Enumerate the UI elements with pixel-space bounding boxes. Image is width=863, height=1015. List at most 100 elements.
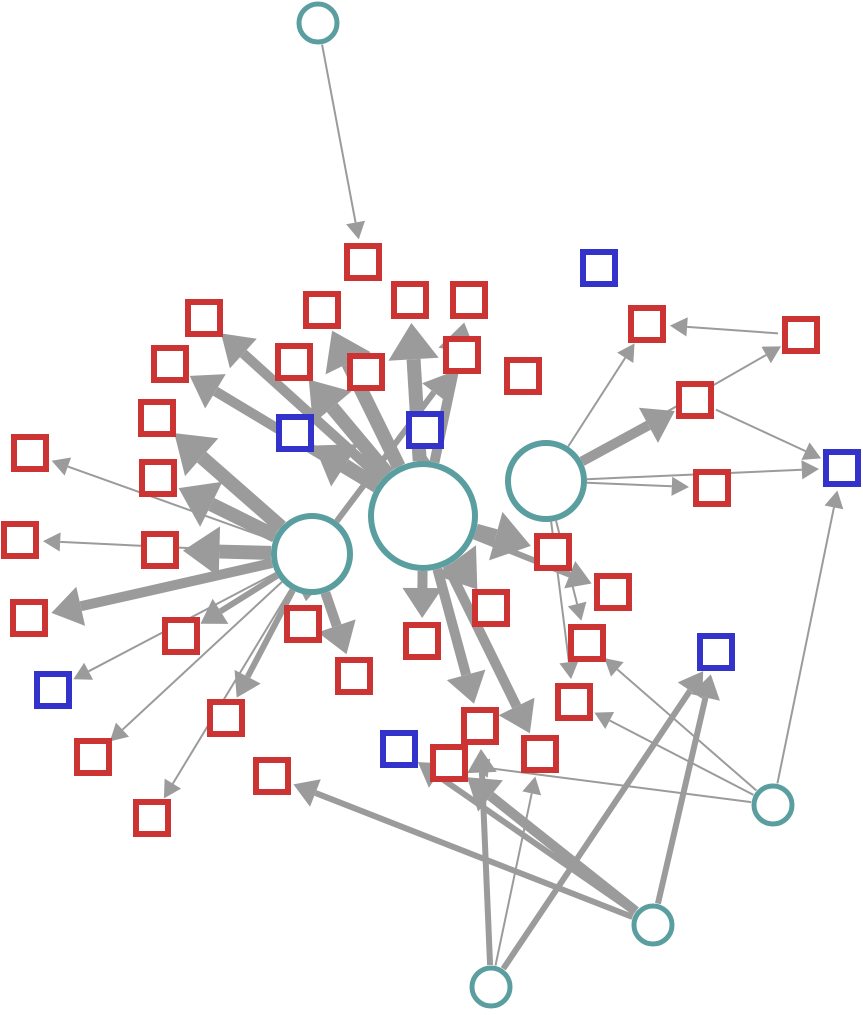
node-square-r35 bbox=[430, 744, 468, 782]
edge-line bbox=[776, 507, 835, 784]
node-circle-h2 bbox=[271, 513, 353, 595]
node-square-r17 bbox=[10, 599, 48, 637]
edge-arrowhead bbox=[801, 460, 820, 480]
edge-arrowhead bbox=[422, 373, 449, 402]
edge-arrowhead bbox=[293, 779, 321, 807]
edge-line bbox=[488, 767, 752, 804]
edge-line bbox=[208, 498, 279, 543]
edge-arrowhead bbox=[638, 407, 675, 443]
edge-arrowhead bbox=[435, 545, 478, 590]
node-square-r13 bbox=[141, 531, 179, 569]
edge-arrowhead bbox=[325, 330, 371, 375]
edge-arrowhead bbox=[182, 526, 221, 577]
edge-c2-r26 bbox=[604, 658, 758, 792]
edge-r22-b7 bbox=[715, 408, 822, 460]
edge-h2-r14 bbox=[200, 573, 279, 624]
edge-line bbox=[219, 544, 272, 560]
edge-h1-r33 bbox=[432, 567, 486, 704]
node-square-r32 bbox=[472, 589, 510, 627]
node-square-r29 bbox=[335, 657, 373, 695]
edge-c3-r36 bbox=[293, 779, 634, 920]
edge-line bbox=[67, 465, 274, 542]
edge-h2-r13 bbox=[182, 526, 272, 577]
edge-c2-r27 bbox=[594, 711, 754, 796]
node-square-b3 bbox=[406, 411, 444, 449]
node-square-r33 bbox=[461, 707, 499, 745]
node-circle-c2 bbox=[751, 783, 795, 827]
edge-c4-r33 bbox=[467, 748, 497, 966]
node-square-r18 bbox=[74, 738, 112, 776]
edge-h2-r12 bbox=[178, 481, 279, 543]
edge-arrowhead bbox=[308, 379, 352, 424]
edge-arrowhead bbox=[51, 457, 72, 476]
node-square-r5 bbox=[185, 299, 223, 337]
node-square-b4 bbox=[34, 671, 72, 709]
node-square-r21 bbox=[782, 316, 820, 354]
edge-h2-r29 bbox=[317, 591, 356, 655]
edge-arrowhead bbox=[234, 669, 261, 698]
edge-c3-r35 bbox=[467, 777, 639, 916]
node-square-r15 bbox=[11, 434, 49, 472]
edge-line bbox=[487, 792, 639, 916]
edge-h1-r34 bbox=[442, 563, 535, 734]
node-square-r36 bbox=[253, 757, 291, 795]
node-square-r19 bbox=[133, 799, 171, 837]
node-circle-h1 bbox=[368, 461, 478, 571]
edge-arrowhead bbox=[446, 669, 486, 704]
edge-arrowhead bbox=[388, 322, 439, 361]
node-square-r14 bbox=[162, 617, 200, 655]
edge-h2-r17 bbox=[51, 558, 274, 626]
node-square-r30 bbox=[403, 622, 441, 660]
edge-arrowhead bbox=[73, 662, 94, 680]
edge-h2-r19 bbox=[163, 588, 292, 799]
node-square-b5 bbox=[697, 633, 735, 671]
edge-line bbox=[442, 563, 522, 709]
edge-h1-r25 bbox=[472, 533, 592, 589]
edge-arrowhead bbox=[761, 346, 782, 364]
node-square-r24 bbox=[534, 533, 572, 571]
node-square-r16 bbox=[1, 521, 39, 559]
edge-c3-b5 bbox=[655, 674, 720, 905]
edge-c1-r1 bbox=[321, 44, 365, 240]
edge-arrowhead bbox=[317, 619, 356, 655]
node-square-r28 bbox=[284, 605, 322, 643]
edge-arrowhead bbox=[559, 660, 579, 680]
edge-c4-r34 bbox=[494, 776, 542, 966]
edge-line bbox=[79, 558, 274, 612]
edge-h3-r23 bbox=[586, 476, 690, 496]
node-square-r27 bbox=[555, 683, 593, 721]
edge-line bbox=[567, 357, 627, 448]
edge-line bbox=[244, 588, 296, 679]
edge-line bbox=[715, 408, 806, 453]
edge-h2-r31 bbox=[234, 588, 296, 698]
edge-arrowhead bbox=[498, 697, 535, 734]
node-square-b7 bbox=[823, 449, 861, 487]
node-square-r20 bbox=[628, 305, 666, 343]
node-circle-h3 bbox=[505, 440, 587, 522]
edge-arrowhead bbox=[163, 778, 182, 799]
edge-line bbox=[655, 696, 709, 905]
node-circle-c3 bbox=[631, 903, 675, 947]
edge-h2-r15 bbox=[51, 457, 274, 542]
edge-arrowhead bbox=[221, 333, 257, 369]
edge-line bbox=[197, 451, 286, 533]
edge-arrowhead bbox=[564, 560, 592, 589]
edge-line bbox=[171, 588, 292, 785]
edge-line bbox=[121, 581, 283, 731]
node-square-r31 bbox=[207, 699, 245, 737]
edge-arrowhead bbox=[346, 220, 365, 240]
edge-line bbox=[321, 44, 357, 223]
edge-arrowhead bbox=[677, 671, 704, 699]
edge-arrowhead bbox=[402, 587, 443, 619]
edge-arrowhead bbox=[669, 317, 688, 337]
node-square-r12 bbox=[139, 459, 177, 497]
node-square-r23 bbox=[693, 469, 731, 507]
edge-line bbox=[432, 567, 471, 677]
edge-arrowhead bbox=[42, 532, 61, 552]
node-circle-c1 bbox=[296, 1, 340, 45]
edge-line bbox=[320, 591, 342, 628]
edge-arrowhead bbox=[174, 433, 219, 477]
edge-line bbox=[478, 772, 494, 966]
node-square-r7 bbox=[347, 353, 385, 391]
